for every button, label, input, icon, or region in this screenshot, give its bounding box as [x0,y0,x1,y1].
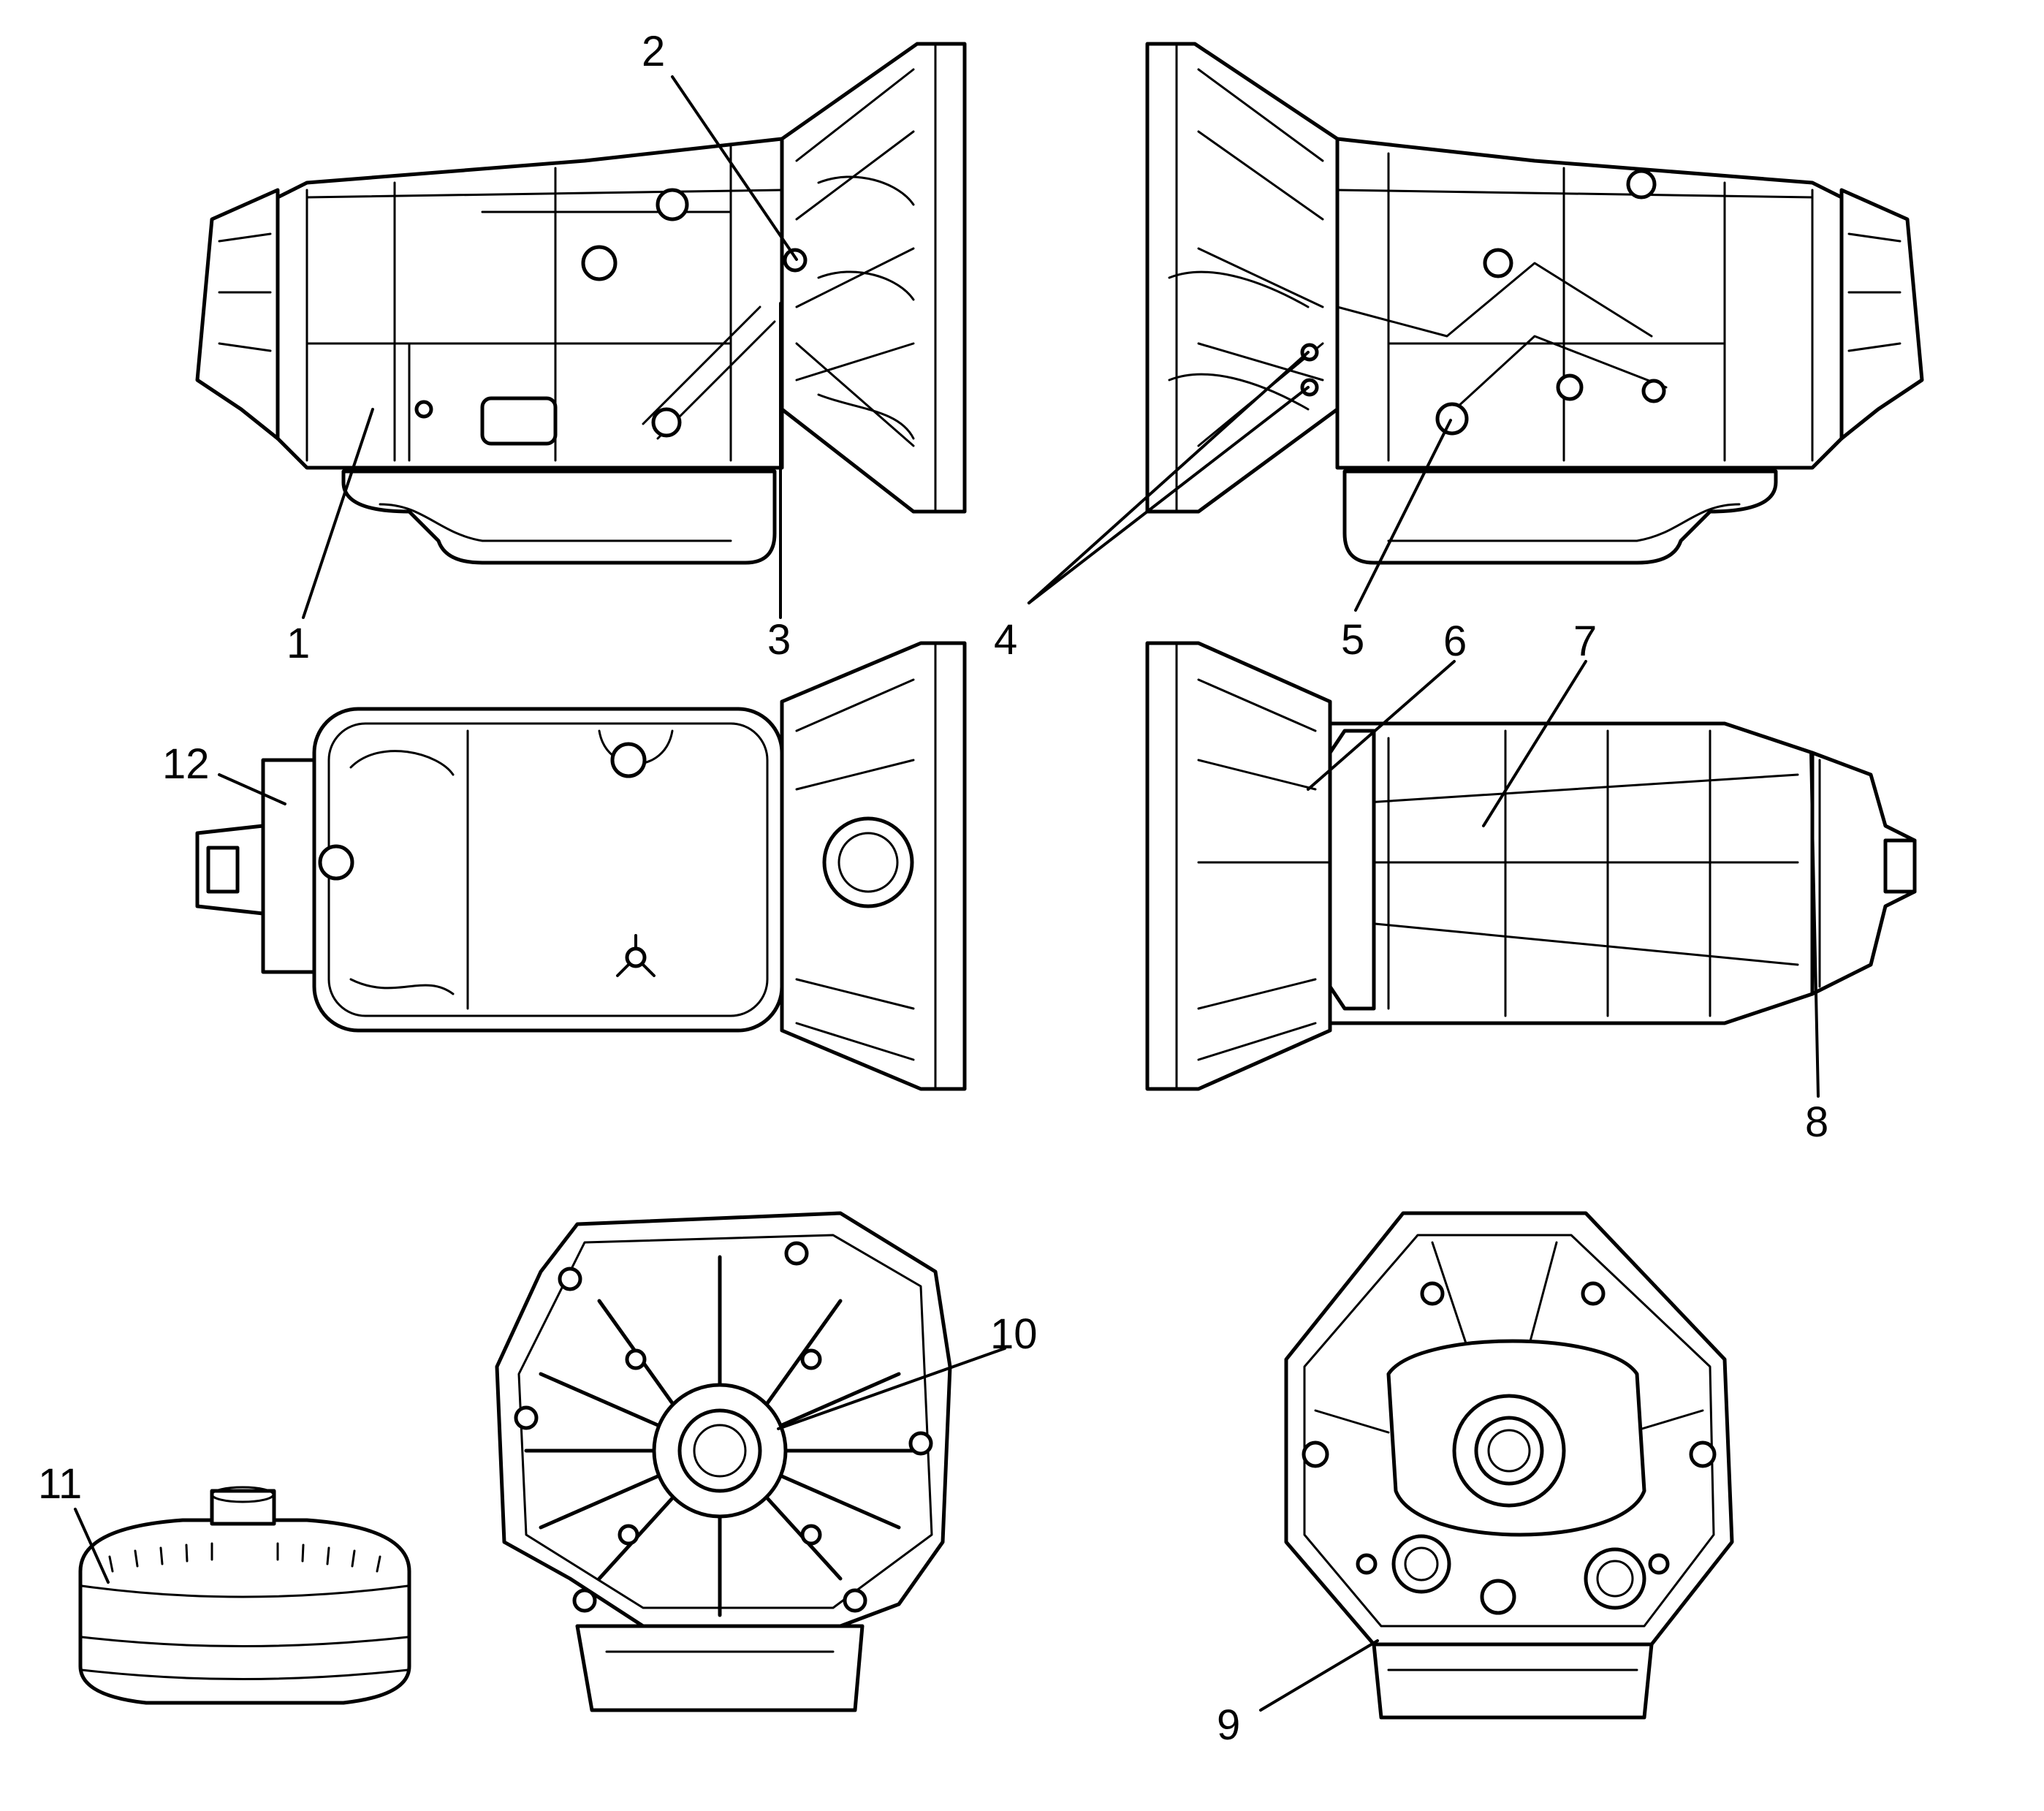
transmission-bottom-view [195,641,967,1091]
callout-2: 2 [642,28,665,75]
transmission-top-view [1145,641,1917,1091]
transmission-left-side-view [195,42,967,565]
transmission-right-side-view [1145,42,1924,565]
callout-12: 12 [162,740,210,788]
callout-10: 10 [990,1310,1038,1358]
leader-line-12 [218,773,286,805]
leader-line-4a [1027,351,1310,604]
callout-4: 4 [994,616,1017,664]
leader-line-7 [1482,660,1587,827]
leader-line-2 [671,75,798,261]
callout-7: 7 [1573,618,1597,665]
callout-3: 3 [767,616,791,664]
leader-line-10 [777,1347,1006,1430]
leader-line-4b [1027,386,1310,604]
callout-1: 1 [286,620,310,667]
transmission-rear-view [1284,1211,1734,1720]
callout-11: 11 [38,1460,82,1508]
leader-line-6 [1307,660,1456,791]
torque-converter [78,1486,411,1705]
leader-line-5 [1354,419,1452,612]
leader-line-9 [1259,1639,1379,1712]
callout-8: 8 [1805,1098,1828,1146]
leader-line-11 [74,1508,110,1584]
callout-9: 9 [1217,1701,1240,1749]
callout-6: 6 [1443,618,1467,665]
leader-line-8 [1809,751,1820,1098]
leader-lines [74,75,1820,1712]
callout-labels: 1 2 3 4 5 6 7 8 9 10 11 12 [38,28,1828,1749]
callout-5: 5 [1341,616,1364,664]
leader-line-1 [302,408,374,619]
transmission-front-view [495,1211,952,1712]
